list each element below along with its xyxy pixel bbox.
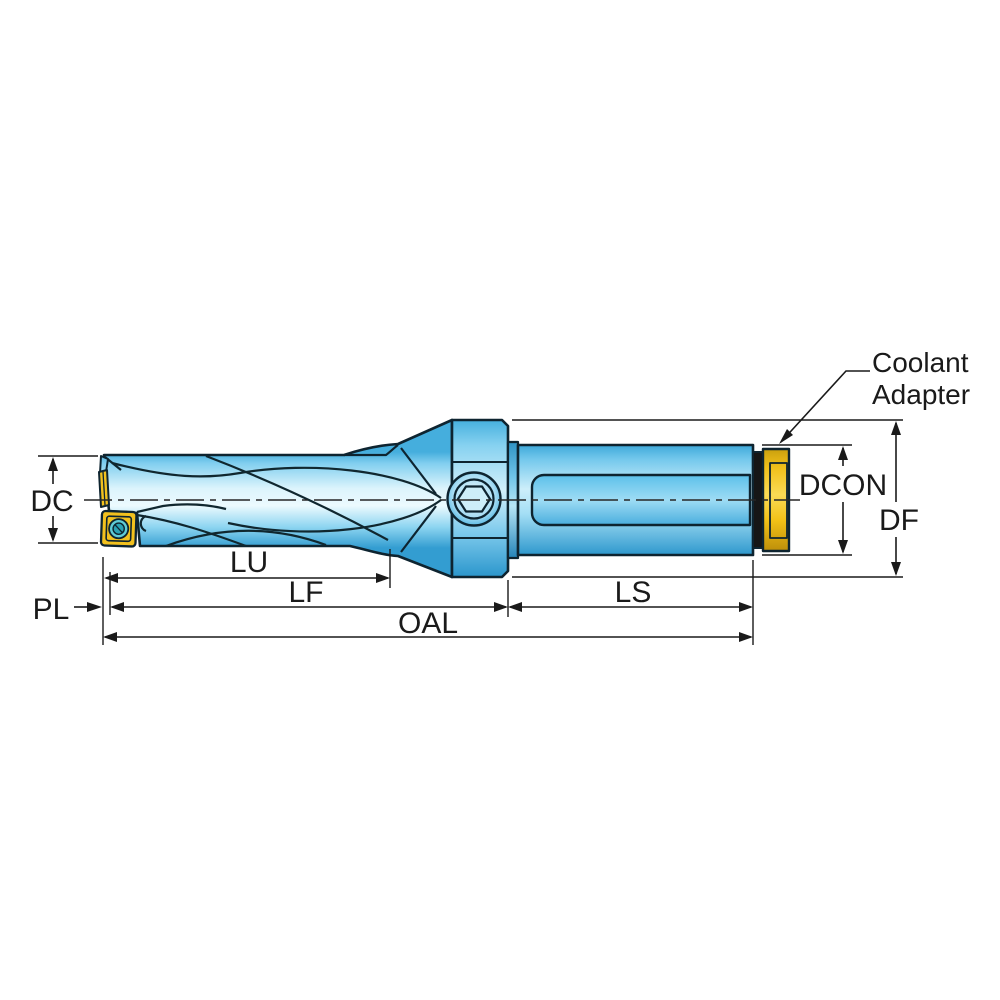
dcon-dimension: [762, 444, 852, 556]
callout-leader: [779, 370, 870, 444]
dimension-graphics: [38, 370, 903, 645]
dcon-label: DCON: [799, 469, 887, 502]
flute-section: [102, 418, 454, 579]
drill-body: [98, 418, 791, 579]
oal-dimension: [103, 632, 753, 642]
coolant-adapter-label-line2: Adapter: [872, 379, 970, 410]
ls-label: LS: [615, 576, 652, 609]
dc-dimension: [38, 455, 98, 544]
dimension-labels: DC PL LU LF LS OAL DCON DF Coolant Adapt…: [30, 347, 970, 640]
lf-label: LF: [288, 576, 323, 609]
dc-label: DC: [30, 485, 73, 518]
pl-dimension: [74, 602, 102, 612]
clamp-screw: [446, 471, 502, 527]
lf-dimension: [110, 602, 508, 612]
pl-label: PL: [33, 593, 70, 626]
flute-curves: [104, 454, 442, 548]
center-insert: [99, 509, 138, 548]
df-label: DF: [879, 504, 919, 537]
oal-label: OAL: [398, 607, 458, 640]
lu-label: LU: [230, 546, 268, 579]
hex-socket: [456, 485, 492, 513]
cone-facet-lines: [344, 444, 437, 553]
ls-dimension: [508, 602, 753, 612]
df-dimension: [512, 419, 903, 578]
extension-lines: [102, 549, 754, 645]
lu-dimension: [104, 573, 390, 583]
coolant-adapter-label-line1: Coolant: [872, 347, 969, 378]
